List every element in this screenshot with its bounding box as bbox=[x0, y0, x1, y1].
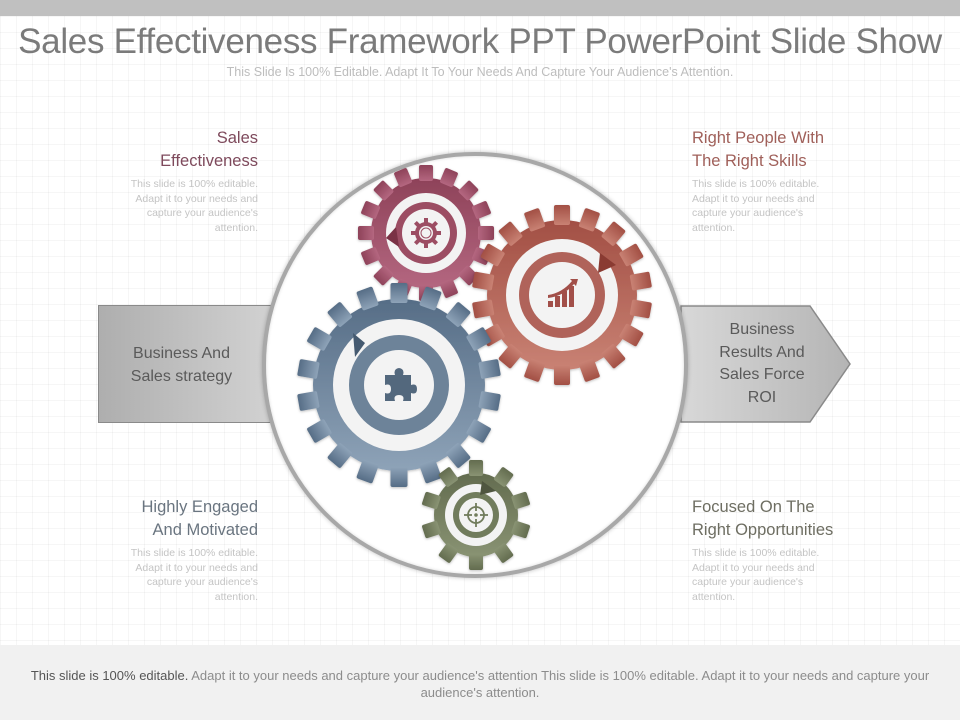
gear-terracotta bbox=[471, 205, 653, 385]
output-arrow-line: Sales Force bbox=[719, 366, 805, 383]
label-highly-engaged: Highly Engaged And Motivated This slide … bbox=[58, 496, 258, 604]
label-description: This slide is 100% editable. Adapt it to… bbox=[130, 547, 258, 603]
footer-text: This slide is 100% editable. Adapt it to… bbox=[20, 667, 940, 701]
top-bar bbox=[0, 0, 960, 16]
label-title-line: Highly Engaged bbox=[141, 498, 259, 516]
gear-olive bbox=[421, 460, 531, 570]
label-title: Focused On The Right Opportunities bbox=[692, 496, 892, 542]
label-sales-effectiveness: Sales Effectiveness This slide is 100% e… bbox=[58, 127, 258, 235]
label-right-people: Right People With The Right Skills This … bbox=[692, 127, 892, 235]
label-title-line: The Right Skills bbox=[692, 152, 807, 170]
label-title-line: And Motivated bbox=[152, 521, 258, 539]
output-arrow-line: Business bbox=[729, 321, 795, 338]
label-focused-opportunities: Focused On The Right Opportunities This … bbox=[692, 496, 892, 604]
gear-slate-blue bbox=[297, 283, 501, 487]
label-title-line: Focused On The bbox=[692, 498, 815, 516]
puzzle-piece-icon bbox=[385, 368, 417, 401]
page-subtitle: This Slide Is 100% Editable. Adapt It To… bbox=[226, 65, 734, 79]
gear-pink bbox=[358, 165, 494, 301]
label-title-line: Right People With bbox=[692, 129, 825, 147]
label-description: This slide is 100% editable. Adapt it to… bbox=[692, 178, 820, 234]
label-title-line: Effectiveness bbox=[160, 152, 258, 170]
gears-cluster bbox=[297, 165, 653, 570]
output-arrow-text: Business Results And Sales Force ROI bbox=[702, 319, 822, 409]
label-title: Sales Effectiveness bbox=[58, 127, 258, 173]
footer-lead: This slide is 100% editable. bbox=[30, 668, 189, 683]
label-title-line: Right Opportunities bbox=[692, 521, 834, 539]
footer-rest: Adapt it to your needs and capture your … bbox=[188, 668, 930, 700]
bar-chart-growth-icon bbox=[548, 279, 578, 307]
target-crosshair-icon bbox=[464, 503, 488, 527]
label-title: Right People With The Right Skills bbox=[692, 127, 892, 173]
output-arrow-line: ROI bbox=[747, 388, 777, 406]
label-description: This slide is 100% editable. Adapt it to… bbox=[130, 178, 258, 234]
cog-icon bbox=[411, 218, 441, 248]
label-description: This slide is 100% editable. Adapt it to… bbox=[692, 547, 820, 603]
output-arrow-business-results: Business Results And Sales Force ROI bbox=[680, 305, 852, 423]
output-arrow-line: Results And bbox=[719, 343, 805, 361]
page-title: Sales Effectiveness Framework PPT PowerP… bbox=[18, 22, 942, 61]
label-title: Highly Engaged And Motivated bbox=[58, 496, 259, 542]
input-box-line: Sales strategy bbox=[130, 368, 233, 385]
footer-band: This slide is 100% editable. Adapt it to… bbox=[0, 645, 960, 720]
input-box-text: Business And Sales strategy bbox=[99, 342, 264, 388]
input-box-line: Business And bbox=[133, 345, 230, 362]
input-box-business-strategy: Business And Sales strategy bbox=[98, 305, 273, 423]
label-title-line: Sales bbox=[216, 129, 258, 147]
